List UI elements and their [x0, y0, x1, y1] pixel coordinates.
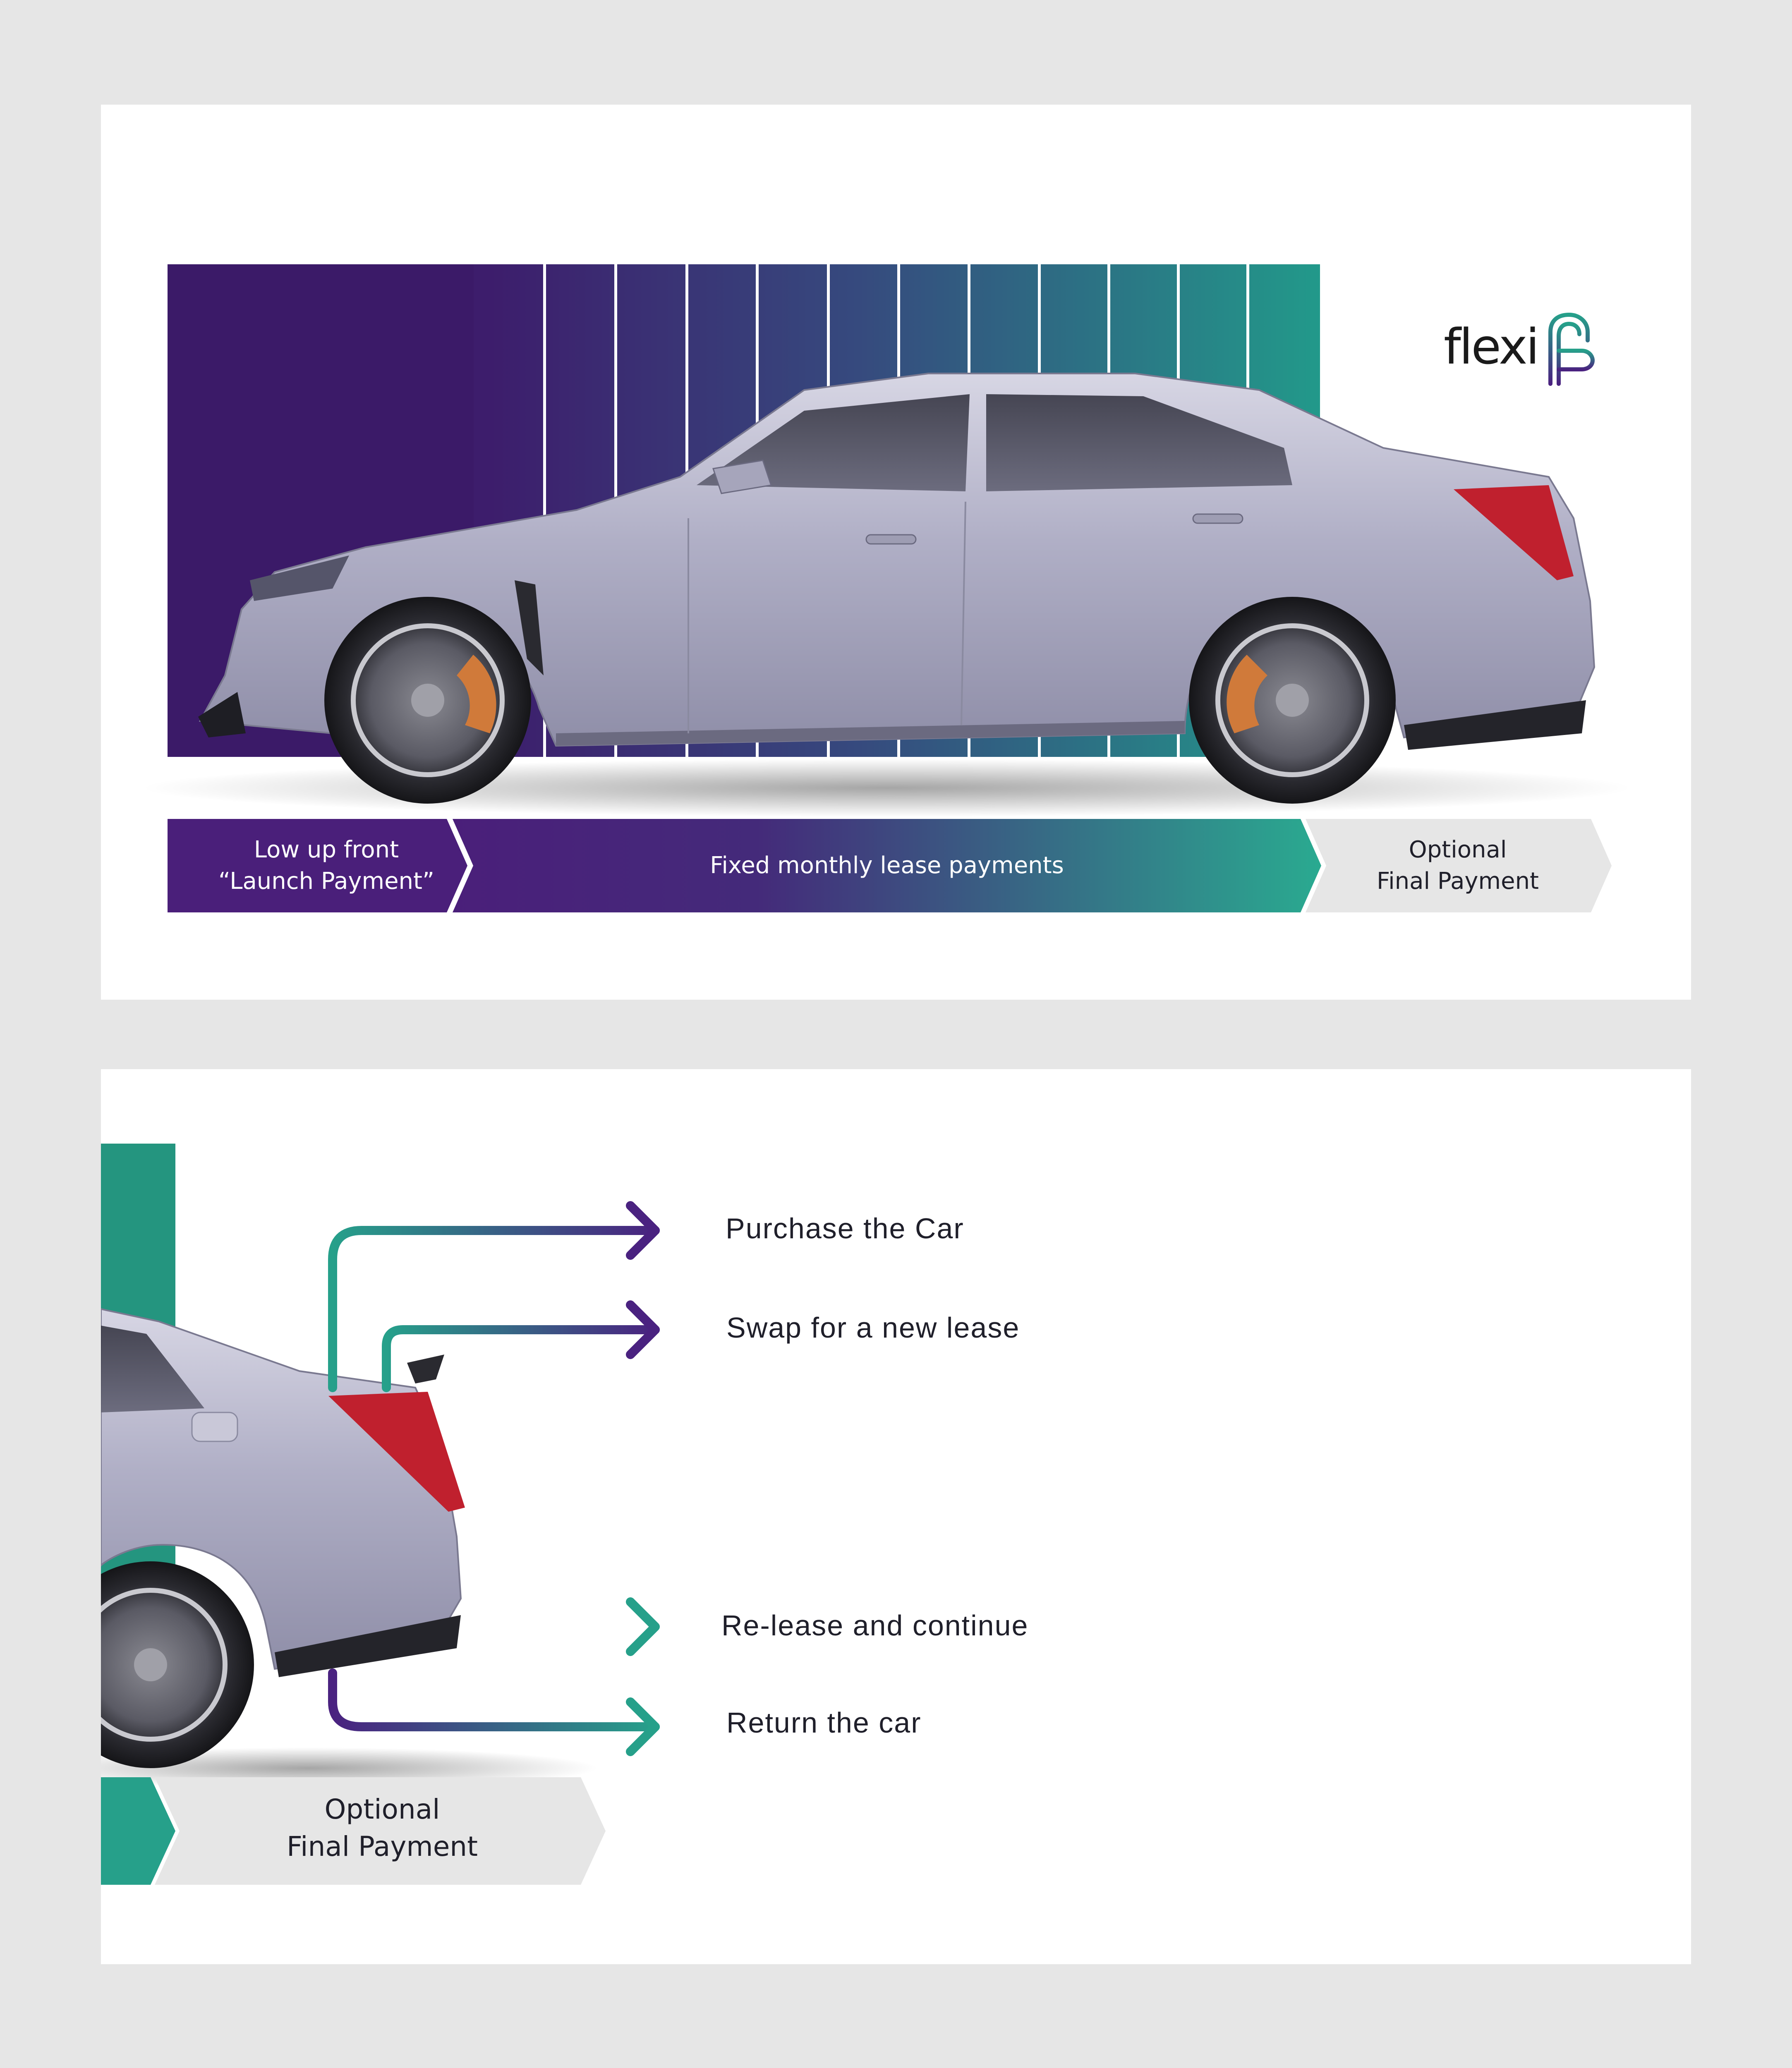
final-payment-line2: Final Payment	[286, 1831, 478, 1862]
arrow-swap-head	[626, 1300, 660, 1359]
step-final-payment	[1306, 819, 1612, 912]
flexi-f-mark-icon	[1548, 312, 1595, 386]
flexi-logo: flexi	[1444, 311, 1609, 390]
lease-timeline-panel: Low up front “Launch Payment” Fixed mont…	[101, 105, 1691, 1000]
final-step-teal-chevron	[101, 1777, 175, 1885]
rear-car-illustration	[101, 1144, 660, 1885]
flexi-logo-text: flexi	[1444, 318, 1539, 375]
step-final-line1: Optional	[1409, 836, 1507, 863]
option-return-car: Return the car	[726, 1707, 922, 1739]
rear-wheel	[101, 1561, 254, 1768]
spoiler	[407, 1355, 444, 1383]
step-final-line2: Final Payment	[1376, 868, 1539, 895]
step-launch-payment-label: Low up front “Launch Payment”	[192, 834, 461, 897]
final-payment-line1: Optional	[324, 1793, 440, 1825]
step-monthly-payments-label: Fixed monthly lease payments	[515, 850, 1259, 881]
car-illustration	[142, 373, 1631, 817]
option-purchase-car: Purchase the Car	[726, 1212, 964, 1245]
step-launch-payment	[168, 819, 467, 912]
payment-steps-chevrons	[168, 819, 1612, 912]
step-monthly-payments	[453, 819, 1321, 912]
fuel-cap	[191, 1412, 238, 1442]
option-swap-new-lease: Swap for a new lease	[726, 1312, 1020, 1344]
arrow-purchase	[328, 1226, 660, 1392]
arrow-purchase-head	[626, 1201, 660, 1260]
step-final-payment-label: Optional Final Payment	[1334, 834, 1582, 897]
final-payment-label: Optional Final Payment	[204, 1791, 560, 1865]
rear-bumper	[275, 1615, 461, 1677]
option-re-lease-continue: Re-lease and continue	[721, 1609, 1029, 1642]
option-arrows	[328, 1201, 660, 1756]
tail-light	[328, 1392, 465, 1512]
arrow-return-head	[626, 1697, 660, 1756]
step-launch-line1: Low up front	[254, 836, 399, 863]
arrow-swap	[382, 1325, 660, 1392]
arrow-re-lease-head	[626, 1597, 660, 1656]
arrow-return	[328, 1668, 660, 1731]
step-monthly-line1: Fixed monthly lease payments	[710, 852, 1064, 879]
end-of-lease-options-panel: Optional Final Payment Purchase the Car …	[101, 1069, 1691, 1964]
step-launch-line2: “Launch Payment”	[218, 868, 435, 895]
final-step-grey-chevron	[155, 1777, 606, 1885]
